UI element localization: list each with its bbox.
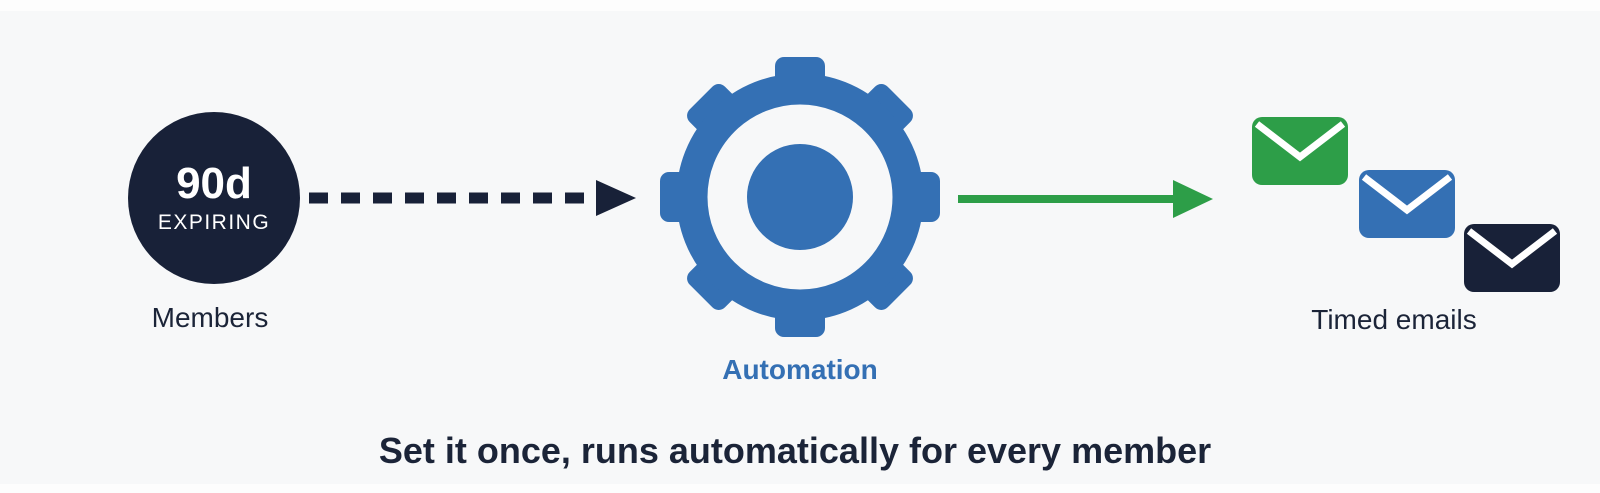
envelope-navy-icon [1464,224,1560,292]
envelope-green-icon [1252,117,1348,185]
automation-label: Automation [722,354,878,385]
members-label: Members [151,302,269,333]
members-badge-caption: EXPIRING [157,211,271,235]
caption-text: Set it once, runs automatically for ever… [378,430,1212,471]
top-strip [0,0,1600,11]
timed-emails-label: Timed emails [1311,304,1477,335]
members-badge-circle: 90d EXPIRING [128,112,300,284]
bottom-strip [0,484,1600,493]
members-badge-value: 90d [176,158,252,208]
dashed-arrow-icon [309,180,636,216]
green-arrow-icon [958,180,1213,218]
envelope-blue-icon [1359,170,1455,238]
gear-icon [660,57,940,337]
